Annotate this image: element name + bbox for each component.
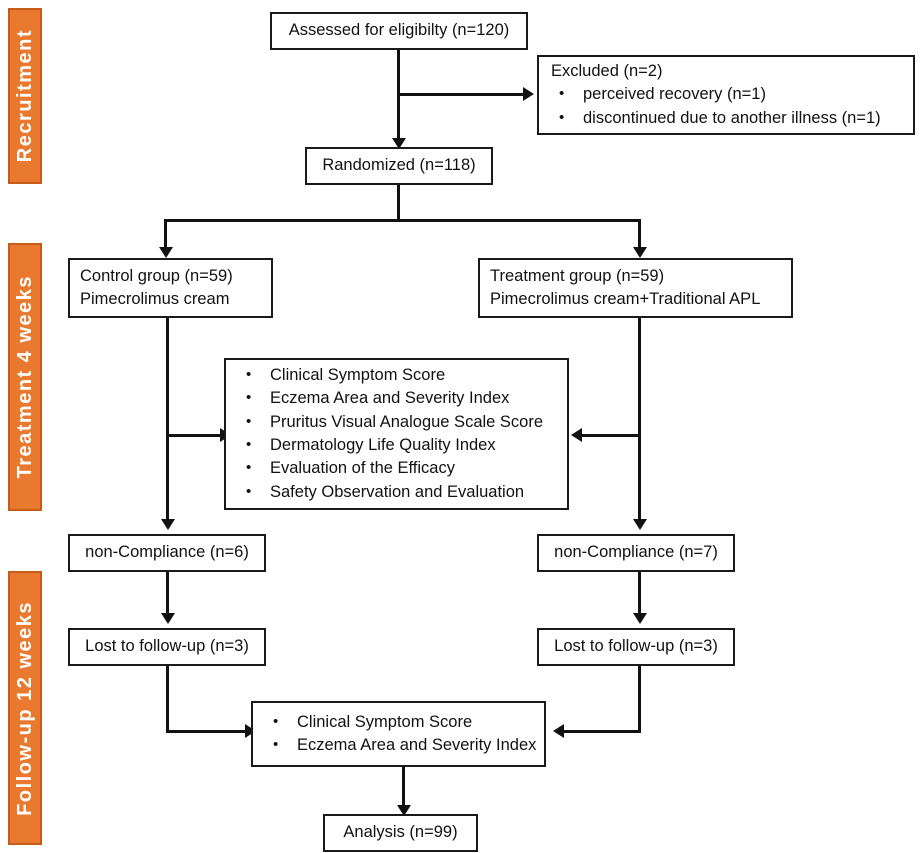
node-assessed-text: Assessed for eligibilty (n=120) — [288, 21, 510, 40]
node-excluded: Excluded (n=2) perceived recovery (n=1) … — [537, 55, 915, 135]
connector-lost-left-down — [166, 665, 169, 733]
arrow-split-to-treatment — [632, 247, 647, 258]
list-item: Pruritus Visual Analogue Scale Score — [236, 411, 557, 434]
node-outcomes-followup-list: Clinical Symptom Score Eczema Area and S… — [263, 711, 536, 758]
connector-control-to-noncompliance — [166, 317, 169, 523]
phase-bar-treatment-label: Treatment 4 weeks — [13, 275, 36, 479]
connector-randomized-down — [397, 183, 400, 221]
node-excluded-list: perceived recovery (n=1) discontinued du… — [549, 83, 903, 130]
connector-treatment-to-noncompliance — [638, 317, 641, 523]
node-outcomes-treatment-list: Clinical Symptom Score Eczema Area and S… — [236, 364, 557, 505]
list-item: discontinued due to another illness (n=1… — [549, 107, 903, 130]
node-assessed-for-eligibility: Assessed for eligibilty (n=120) — [270, 12, 528, 50]
list-item: Eczema Area and Severity Index — [236, 387, 557, 410]
node-excluded-title: Excluded (n=2) — [551, 61, 663, 80]
arrow-treatment-to-outcomes — [571, 428, 582, 442]
arrow-control-to-noncompliance — [160, 519, 175, 530]
node-analysis-text: Analysis (n=99) — [343, 823, 458, 842]
phase-bar-followup: Follow-up 12 weeks — [8, 571, 42, 845]
node-lost-followup-control-text: Lost to follow-up (n=3) — [85, 637, 249, 656]
phase-bar-treatment: Treatment 4 weeks — [8, 243, 42, 511]
node-noncompliance-control: non-Compliance (n=6) — [68, 534, 266, 572]
connector-split-to-control — [164, 219, 167, 252]
node-treatment-group: Treatment group (n=59) Pimecrolimus crea… — [478, 258, 793, 318]
arrow-noncompliance-right-to-lost — [632, 613, 647, 624]
list-item: Evaluation of the Efficacy — [236, 457, 557, 480]
connector-lost-right-to-outcomes — [560, 730, 641, 733]
node-treatment-group-line1: Treatment group (n=59) — [490, 266, 665, 285]
list-item: Clinical Symptom Score — [263, 711, 534, 734]
node-outcomes-followup: Clinical Symptom Score Eczema Area and S… — [251, 701, 546, 767]
node-control-group-line1: Control group (n=59) — [80, 266, 233, 285]
node-noncompliance-treatment: non-Compliance (n=7) — [537, 534, 735, 572]
node-lost-followup-treatment: Lost to follow-up (n=3) — [537, 628, 735, 666]
arrow-split-to-control — [158, 247, 173, 258]
connector-noncompliance-right-to-lost — [638, 571, 641, 617]
node-control-group: Control group (n=59) Pimecrolimus cream — [68, 258, 273, 318]
node-randomized-text: Randomized (n=118) — [322, 156, 476, 175]
phase-bar-recruitment-label: Recruitment — [13, 29, 36, 163]
arrow-lost-right-to-outcomes — [553, 724, 564, 738]
connector-assessed-to-randomized — [397, 48, 400, 144]
node-randomized: Randomized (n=118) — [305, 147, 493, 185]
node-outcomes-treatment: Clinical Symptom Score Eczema Area and S… — [224, 358, 569, 510]
arrow-treatment-to-noncompliance — [632, 519, 647, 530]
node-lost-followup-treatment-text: Lost to follow-up (n=3) — [554, 637, 718, 656]
connector-control-to-outcomes — [166, 434, 222, 437]
connector-lost-right-down — [638, 665, 641, 733]
list-item: Clinical Symptom Score — [236, 364, 557, 387]
connector-outcomes-to-analysis — [402, 766, 405, 810]
list-item: perceived recovery (n=1) — [549, 83, 903, 106]
node-treatment-group-line2: Pimecrolimus cream+Traditional APL — [490, 290, 761, 308]
connector-lost-left-to-outcomes — [166, 730, 247, 733]
connector-noncompliance-left-to-lost — [166, 571, 169, 617]
connector-split-to-treatment — [638, 219, 641, 252]
connector-assessed-to-excluded — [397, 93, 525, 96]
list-item: Dermatology Life Quality Index — [236, 434, 557, 457]
phase-bar-followup-label: Follow-up 12 weeks — [13, 600, 36, 816]
node-analysis: Analysis (n=99) — [323, 814, 478, 852]
node-noncompliance-control-text: non-Compliance (n=6) — [85, 543, 249, 562]
arrow-assessed-to-randomized — [391, 138, 406, 149]
connector-treatment-to-outcomes — [578, 434, 641, 437]
phase-bar-recruitment: Recruitment — [8, 8, 42, 184]
arrow-assessed-to-excluded — [523, 87, 534, 101]
node-control-group-line2: Pimecrolimus cream — [80, 290, 230, 308]
list-item: Eczema Area and Severity Index — [263, 734, 536, 757]
connector-randomized-split — [164, 219, 641, 222]
arrow-lost-left-to-outcomes — [245, 724, 256, 738]
node-noncompliance-treatment-text: non-Compliance (n=7) — [554, 543, 718, 562]
arrow-noncompliance-left-to-lost — [160, 613, 175, 624]
node-lost-followup-control: Lost to follow-up (n=3) — [68, 628, 266, 666]
list-item: Safety Observation and Evaluation — [236, 481, 557, 504]
arrow-outcomes-to-analysis — [396, 805, 411, 816]
